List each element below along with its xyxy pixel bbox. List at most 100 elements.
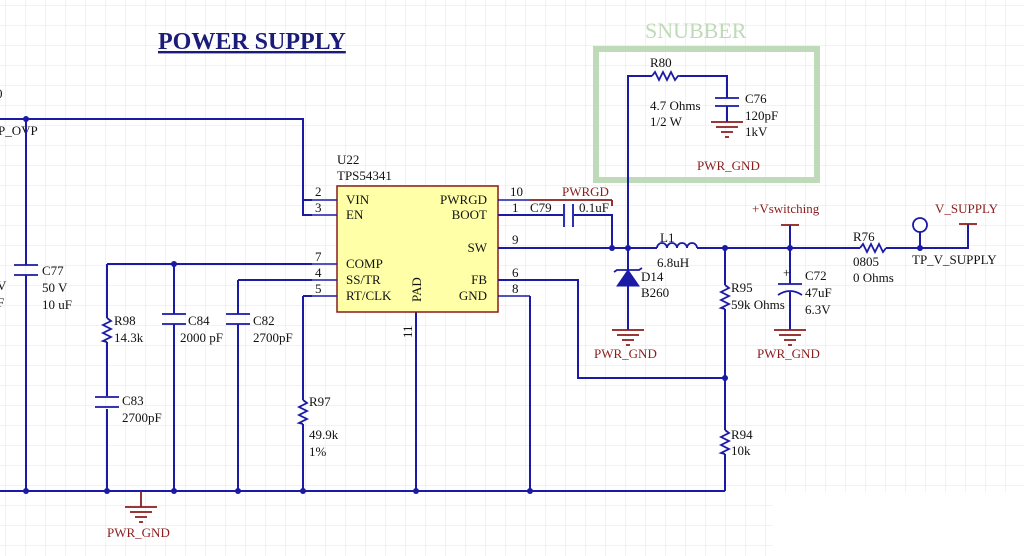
test-point-v-supply[interactable]: TP_V_SUPPLY bbox=[912, 217, 997, 267]
c83-ref: C83 bbox=[122, 393, 144, 408]
cap-curved-plate bbox=[777, 290, 803, 296]
resistor-r94[interactable]: R94 10k bbox=[718, 427, 753, 458]
resistor-zigzag bbox=[100, 317, 114, 343]
junction-dot bbox=[171, 261, 177, 267]
ic-u22[interactable]: U22 TPS54341 2 3 7 4 5 VIN EN COMP SS/TR… bbox=[312, 152, 530, 338]
junction-dot bbox=[104, 488, 110, 494]
tp-v-supply-label: TP_V_SUPPLY bbox=[912, 252, 997, 267]
capacitor-c84[interactable]: C84 2000 pF bbox=[162, 313, 223, 345]
r76-ref: R76 bbox=[853, 229, 875, 244]
r94-value: 10k bbox=[731, 443, 751, 458]
r80-power: 1/2 W bbox=[650, 114, 683, 129]
d14-value: B260 bbox=[641, 285, 669, 300]
pin-num-gnd: 8 bbox=[512, 281, 519, 296]
c72-value: 47uF bbox=[805, 285, 832, 300]
c83-value: 2700pF bbox=[122, 410, 162, 425]
junction-dot bbox=[23, 116, 29, 122]
ground-label: PWR_GND bbox=[757, 346, 820, 361]
pin-name-pwrgd: PWRGD bbox=[440, 192, 487, 207]
c77-value: 10 uF bbox=[42, 297, 72, 312]
junction-dot bbox=[787, 245, 793, 251]
c77-voltage: 50 V bbox=[42, 280, 68, 295]
capacitor-c83[interactable]: C83 2700pF bbox=[95, 393, 162, 425]
left-clipped-top: 0 bbox=[0, 86, 3, 101]
capacitor-c76[interactable]: C76 120pF 1kV bbox=[715, 91, 778, 139]
inductor-coil bbox=[656, 242, 698, 249]
ground-label: PWR_GND bbox=[697, 158, 760, 173]
diode-bar bbox=[613, 267, 643, 273]
c84-value: 2000 pF bbox=[180, 330, 223, 345]
resistor-r80[interactable]: R80 4.7 Ohms 1/2 W bbox=[650, 55, 701, 129]
wires bbox=[0, 75, 969, 492]
c76-ref: C76 bbox=[745, 91, 767, 106]
net-pwrgd: PWRGD bbox=[562, 184, 609, 199]
net-vswitching: +Vswitching bbox=[752, 201, 820, 216]
pin-num-rtclk: 5 bbox=[315, 281, 322, 296]
ground-label: PWR_GND bbox=[107, 525, 170, 540]
ground-c72: PWR_GND bbox=[757, 329, 820, 361]
pin-name-pad: PAD bbox=[409, 277, 424, 302]
resistor-zigzag bbox=[859, 241, 887, 255]
r76-value: 0 Ohms bbox=[853, 270, 894, 285]
pin-num-boot: 1 bbox=[512, 200, 519, 215]
c76-value: 120pF bbox=[745, 108, 778, 123]
r80-ref: R80 bbox=[650, 55, 672, 70]
pin-name-gnd: GND bbox=[459, 288, 487, 303]
pin-num-comp: 7 bbox=[315, 249, 322, 264]
junction-dot bbox=[300, 488, 306, 494]
left-net-label: P_OVP bbox=[0, 123, 38, 138]
ground-d14: PWR_GND bbox=[594, 329, 657, 361]
resistor-zigzag bbox=[651, 69, 680, 83]
capacitor-c72[interactable]: + C72 47uF 6.3V bbox=[777, 265, 832, 317]
resistor-r97[interactable]: R97 49.9k 1% bbox=[296, 394, 339, 459]
wire-snubber bbox=[627, 75, 728, 248]
left-clipped-low: F bbox=[0, 295, 4, 310]
wire-rtclk bbox=[302, 295, 312, 491]
ic-ref: U22 bbox=[337, 152, 359, 167]
pin-num-pad: 11 bbox=[400, 325, 415, 338]
r94-ref: R94 bbox=[731, 427, 753, 442]
pin-num-sstr: 4 bbox=[315, 265, 322, 280]
pin-name-vin: VIN bbox=[346, 192, 370, 207]
ic-body bbox=[336, 185, 499, 313]
capacitor-c79[interactable]: C79 0.1uF bbox=[530, 200, 609, 227]
capacitor-c82[interactable]: C82 2700pF bbox=[226, 313, 293, 345]
r98-ref: R98 bbox=[114, 313, 136, 328]
junction-dot bbox=[609, 245, 615, 251]
c72-ref: C72 bbox=[805, 268, 827, 283]
resistor-r76[interactable]: R76 0805 0 Ohms bbox=[853, 229, 894, 285]
c84-ref: C84 bbox=[188, 313, 210, 328]
junction-dot bbox=[171, 488, 177, 494]
l1-ref: L1 bbox=[660, 230, 674, 245]
pin-num-fb: 6 bbox=[512, 265, 519, 280]
r97-tolerance: 1% bbox=[309, 444, 327, 459]
snubber-box bbox=[593, 46, 820, 183]
junction-dot bbox=[722, 375, 728, 381]
diode-d14[interactable]: D14 B260 bbox=[613, 267, 669, 300]
junction-dot bbox=[722, 245, 728, 251]
junctions bbox=[23, 116, 923, 494]
inductor-l1[interactable]: L1 6.8uH bbox=[656, 230, 698, 270]
resistor-zigzag bbox=[718, 429, 732, 455]
ground-main: PWR_GND bbox=[107, 491, 170, 540]
ground-icon bbox=[711, 121, 743, 138]
resistor-r95[interactable]: R95 59k Ohms bbox=[718, 280, 785, 312]
net-v-supply: V_SUPPLY bbox=[935, 201, 999, 216]
r97-ref: R97 bbox=[309, 394, 331, 409]
pin-num-pwrgd: 10 bbox=[510, 184, 523, 199]
pin-name-sw: SW bbox=[468, 240, 488, 255]
capacitor-c77[interactable]: C77 50 V 10 uF bbox=[14, 263, 72, 312]
c79-ref: C79 bbox=[530, 200, 552, 215]
pin-num-en: 3 bbox=[315, 200, 322, 215]
junction-dot bbox=[527, 488, 533, 494]
ground-icon bbox=[612, 329, 644, 346]
pin-name-boot: BOOT bbox=[452, 207, 487, 222]
diode-triangle bbox=[616, 269, 640, 287]
c82-value: 2700pF bbox=[253, 330, 293, 345]
plus-sign-icon: + bbox=[783, 265, 790, 280]
pin-name-rtclk: RT/CLK bbox=[346, 288, 392, 303]
l1-value: 6.8uH bbox=[657, 255, 689, 270]
resistor-r98[interactable]: R98 14.3k bbox=[100, 313, 144, 345]
